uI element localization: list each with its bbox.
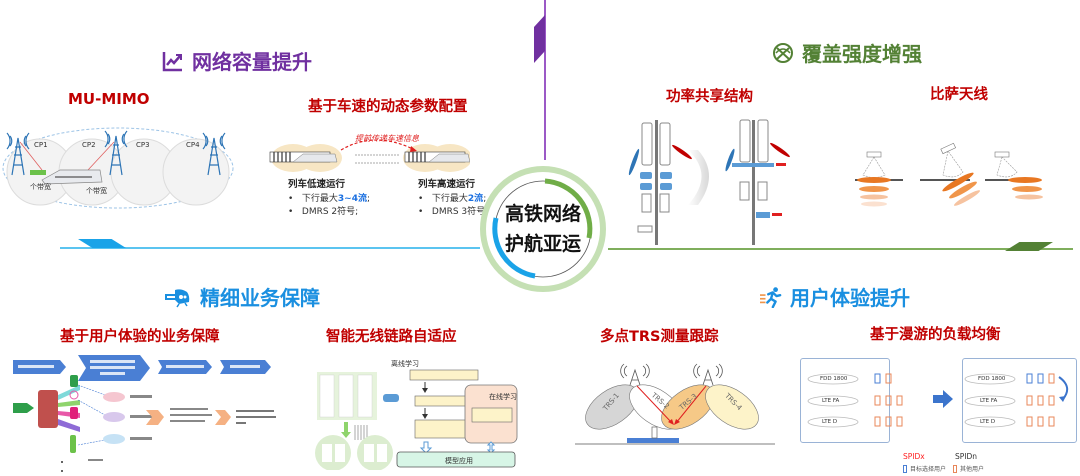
cell-label: CP4 (186, 141, 200, 149)
section-header-service: 精细业务保障 (162, 282, 320, 311)
center-line-2: 护航亚运 (504, 233, 581, 255)
knot-icon (773, 42, 793, 63)
pisa-antenna-title: 比萨天线 (930, 87, 988, 103)
load-balance-title: 基于漫游的负载均衡 (870, 327, 1001, 343)
low-speed-label: 列车低速运行 (288, 179, 346, 190)
high-speed-bullet-1: • 下行最大2流; (418, 194, 487, 204)
cell-label: CP3 (136, 141, 150, 149)
phone-icon (953, 464, 957, 473)
link-adaptation-diagram (315, 369, 518, 470)
before-panel (800, 358, 890, 443)
cell-label: CP1 (34, 141, 48, 149)
arrow-label: 提前传递车速信息 (355, 134, 419, 143)
train-speed-diagram (269, 139, 470, 172)
section-title: 精细业务保障 (200, 286, 320, 310)
divider-right (608, 248, 1073, 250)
beam-shifted (985, 151, 1043, 200)
model-apply-label: 模型应用 (445, 457, 473, 465)
layer-label: LTE FA (822, 398, 840, 404)
tower-icon (104, 130, 128, 176)
after-panel (962, 358, 1077, 443)
tower-icon (6, 132, 30, 176)
tower-icon (620, 363, 650, 386)
mu-mimo-title: MU-MIMO (68, 90, 150, 108)
beam-tilted (920, 142, 981, 206)
high-speed-bullet-2: • DMRS 3符号; (418, 207, 489, 217)
divider-tab-purple (534, 15, 545, 63)
online-learning-label: 在线学习 (489, 393, 517, 401)
high-speed-block: 列车高速运行 • 下行最大2流; • DMRS 3符号; (418, 176, 488, 217)
cell-label: CP2 (82, 141, 96, 149)
pisa-antenna-diagram (855, 142, 1043, 207)
mu-mimo-diagram (2, 127, 234, 209)
section-title: 覆盖强度增强 (802, 42, 922, 66)
section-header-capacity: 网络容量提升 (162, 46, 312, 75)
load-balance-diagram (807, 373, 1069, 428)
dynamic-config-title: 基于车速的动态参数配置 (308, 99, 468, 115)
center-title: 高铁网络 护航亚运 (478, 164, 608, 294)
trs-diagram (575, 363, 775, 445)
section-header-coverage: 覆盖强度增强 (772, 38, 922, 67)
user-label: 个带宽 (86, 187, 107, 195)
beam-straight (855, 151, 903, 207)
divider-vertical (544, 0, 546, 160)
section-title: 网络容量提升 (192, 50, 312, 74)
layer-label: LTE D (822, 419, 838, 425)
train-icon (165, 288, 190, 307)
section-header-experience: 用户体验提升 (760, 282, 910, 311)
legend-other: 其他用户 (953, 464, 984, 473)
service-assurance-diagram (13, 355, 276, 472)
phone-icon (903, 464, 907, 473)
power-sharing-title: 功率共享结构 (666, 89, 753, 105)
low-speed-bullet-1: • 下行最大3~4流; (288, 194, 371, 204)
layer-label: LTE D (980, 419, 996, 425)
divider-left (60, 247, 480, 249)
low-speed-bullet-2: • DMRS 2符号; (288, 207, 359, 217)
center-ring (480, 166, 606, 292)
section-title: 用户体验提升 (790, 286, 910, 310)
offline-learning-label: 离线学习 (391, 360, 419, 368)
center-line-1: 高铁网络 (504, 202, 581, 225)
legend-spidx: SPIDx (903, 452, 925, 461)
user-label: 个带宽 (30, 183, 51, 191)
layer-label: FDD 1800 (820, 376, 848, 382)
layer-label: FDD 1800 (978, 376, 1006, 382)
legend-spidn: SPIDn (955, 452, 978, 461)
layer-label: LTE FA (980, 398, 998, 404)
low-speed-block: 列车低速运行 • 下行最大3~4流; • DMRS 2符号; (288, 176, 370, 217)
power-sharing-diagram (628, 119, 790, 245)
trs-tracking-title: 多点TRS测量跟踪 (600, 329, 719, 345)
ux-service-title: 基于用户体验的业务保障 (60, 329, 220, 345)
runner-icon (760, 286, 782, 308)
high-speed-label: 列车高速运行 (418, 179, 476, 190)
divider-tab-green (1005, 242, 1053, 251)
link-adaptation-title: 智能无线链路自适应 (326, 329, 457, 345)
tower-icon (202, 132, 226, 176)
legend-target: 目标选择用户 (903, 464, 946, 473)
divider-tab-blue (78, 239, 126, 248)
center-badge: 高铁网络 护航亚运 (478, 164, 608, 294)
trend-chart-icon (162, 51, 182, 71)
tower-icon (693, 363, 723, 386)
